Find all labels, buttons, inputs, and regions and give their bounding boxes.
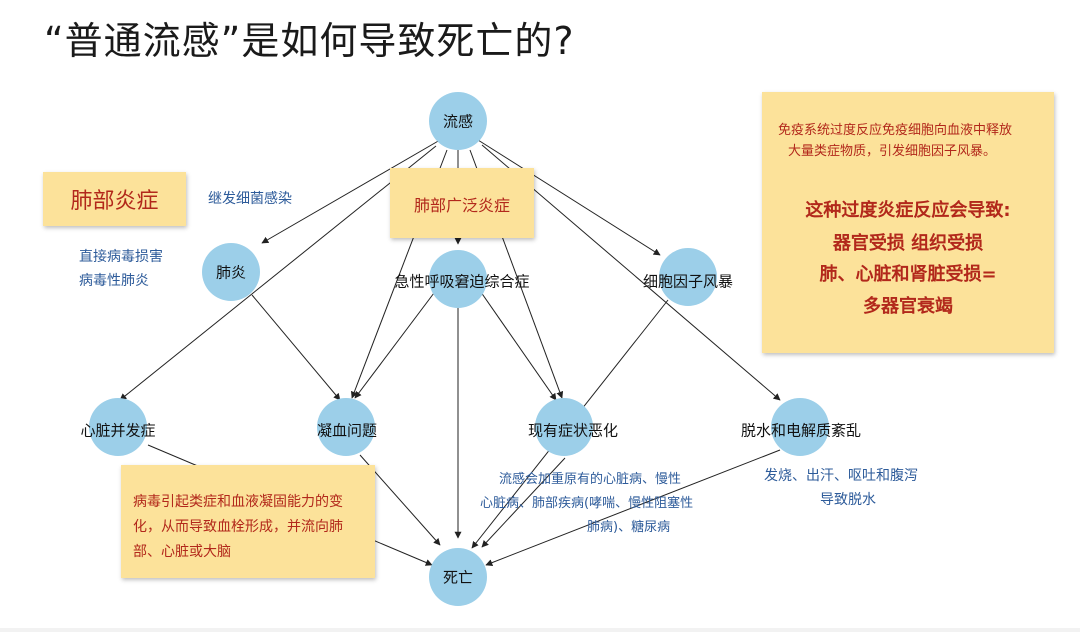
node-worsening	[535, 398, 593, 456]
widespread-inflammation-box: 肺部广泛炎症	[390, 168, 534, 238]
node-dehydration-label: 脱水和电解质紊乱	[740, 421, 862, 440]
immune-note-line-2: 大量类症物质，引发细胞因子风暴。	[788, 144, 997, 159]
lung-inflammation-box: 肺部炎症	[43, 172, 186, 226]
page-title: “普通流感”是如何导致死亡的?	[44, 19, 575, 63]
consequence-line-2: 器官受损 组织受损	[832, 233, 984, 254]
node-coagulation	[317, 398, 375, 456]
dehydration-detail-line-2: 导致脱水	[820, 492, 876, 508]
node-cytokine-storm	[659, 248, 717, 306]
node-flu-label: 流感	[442, 112, 474, 131]
edge-ards-coagulation	[354, 284, 441, 399]
edge-pneumonia-coagulation	[251, 294, 341, 401]
node-death-label: 死亡	[442, 568, 474, 587]
immune-response-box: 免疫系统过度反应免疫细胞向血液中释放 大量类症物质，引发细胞因子风暴。 这种过度…	[762, 92, 1054, 353]
immune-note-line-1: 免疫系统过度反应免疫细胞向血液中释放	[778, 123, 1013, 138]
worsening-detail-line-3: 肺病)、糖尿病	[587, 520, 671, 535]
consequence-line-1: 这种过度炎症反应会导致:	[805, 200, 1011, 221]
edge-ards-worsening	[475, 284, 557, 401]
edge-worsening-death	[481, 457, 566, 548]
edge-dehydration-death	[485, 449, 781, 566]
direct-damage-line-2: 病毒性肺炎	[79, 273, 149, 289]
node-worsening-label: 现有症状恶化	[527, 421, 619, 440]
node-cytokine-storm-label: 细胞因子风暴	[642, 272, 734, 291]
node-heart	[89, 398, 147, 456]
consequence-line-3: 肺、心脏和肾脏受损=	[819, 264, 997, 285]
worsening-detail-line-2: 心脏病、肺部疾病(哮喘、慢性阻塞性	[480, 496, 694, 511]
node-death	[429, 548, 487, 606]
coagulation-note-line-1: 病毒引起类症和血液凝固能力的变	[133, 494, 343, 510]
lung-inflammation-label: 肺部炎症	[70, 189, 159, 214]
consequence-line-4: 多器官衰竭	[863, 296, 953, 317]
node-ards	[429, 250, 487, 308]
worsening-detail-line-1: 流感会加重原有的心脏病、慢性	[499, 472, 682, 487]
coagulation-note-box: 病毒引起类症和血液凝固能力的变 化，从而导致血栓形成，并流向肺 部、心脏或大脑	[121, 465, 375, 578]
widespread-inflammation-label: 肺部广泛炎症	[413, 196, 510, 215]
edge-flu-pneumonia	[261, 139, 441, 244]
edge-flu-heart	[119, 145, 437, 401]
node-pneumonia	[202, 243, 260, 301]
bottom-divider	[0, 628, 1080, 632]
node-flu	[429, 92, 487, 150]
node-ards-label: 急性呼吸窘迫综合症	[394, 272, 530, 291]
node-pneumonia-label: 肺炎	[215, 263, 247, 282]
secondary-infection-note: 继发细菌感染	[208, 191, 292, 207]
dehydration-detail-line-1: 发烧、出汗、呕吐和腹泻	[764, 468, 918, 484]
node-heart-label: 心脏并发症	[80, 421, 156, 440]
direct-damage-line-1: 直接病毒损害	[79, 249, 163, 265]
node-coagulation-label: 凝血问题	[316, 421, 378, 440]
edge-flu-cytokine	[477, 139, 661, 256]
coagulation-note-line-2: 化，从而导致血栓形成，并流向肺	[133, 519, 343, 535]
coagulation-note-line-3: 部、心脏或大脑	[133, 544, 231, 560]
node-dehydration	[771, 398, 829, 456]
